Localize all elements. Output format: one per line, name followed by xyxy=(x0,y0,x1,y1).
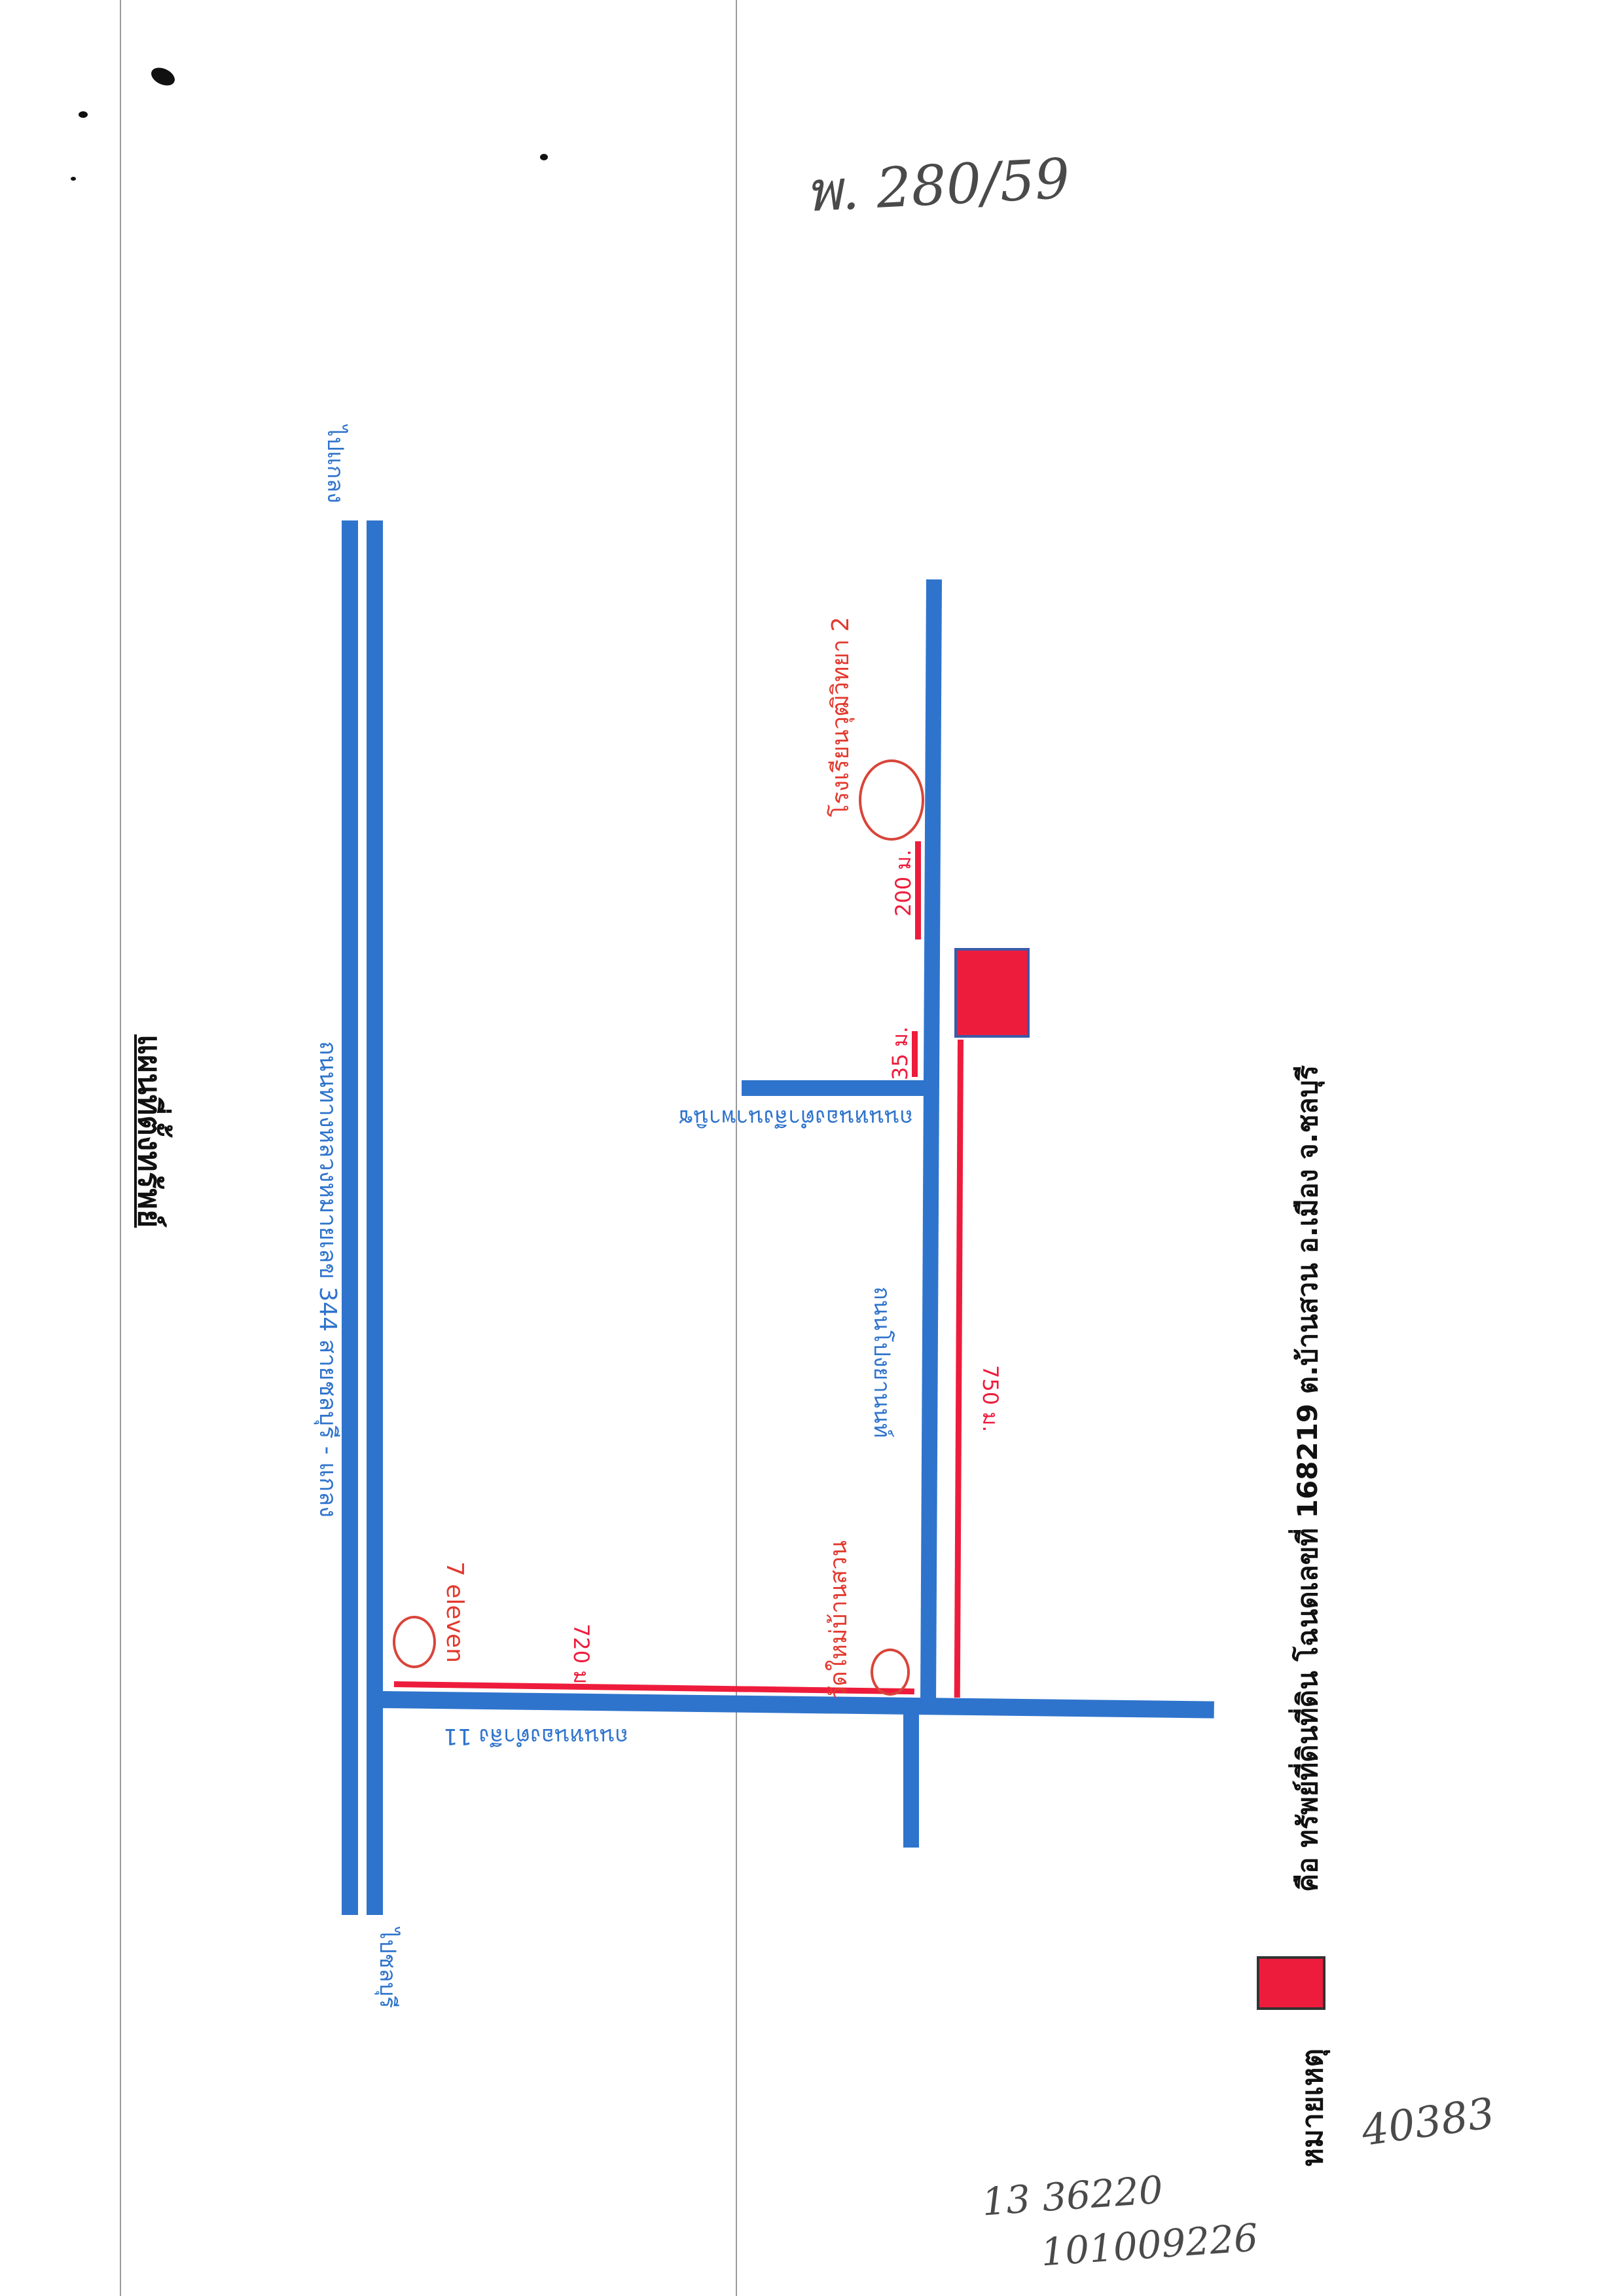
distance-line-35 xyxy=(912,1031,918,1077)
nong-tamlueng-side-road xyxy=(742,1080,938,1096)
temple-label: วัดใหม่บ้านสวน xyxy=(825,1540,852,1700)
temple-marker xyxy=(871,1649,910,1696)
legend-description: คือ ทรัพย์ที่ดินที่ดิน โฉนดเลขที่ 168219… xyxy=(1291,1065,1324,1892)
lane-to-property-road xyxy=(920,579,942,1703)
scan-speck xyxy=(71,177,76,181)
handwritten-ref-number: พ. 280/59 xyxy=(803,146,1072,225)
branch-road-south xyxy=(903,1702,919,1848)
distance-label-720: 720 ม. xyxy=(569,1624,594,1691)
to-klaeng-label: ไปแกลง xyxy=(322,426,348,503)
scan-speck xyxy=(540,154,548,160)
scan-speck xyxy=(148,64,178,89)
highway-344-road xyxy=(342,520,358,1915)
property-parcel-marker xyxy=(954,948,1030,1038)
highway-344-road xyxy=(367,520,383,1915)
seven-eleven-label: 7 eleven xyxy=(441,1561,468,1663)
distance-label-750: 750 ม. xyxy=(978,1365,1003,1432)
school-label: โรงเรียนวุฒิวิทยา 2 xyxy=(827,617,854,817)
soi-11-road xyxy=(379,1691,1214,1719)
distance-label-35: 35 ม. xyxy=(888,1026,912,1080)
lane-to-property-label: ถนนโปงยานนท์ xyxy=(869,1286,895,1438)
handwritten-number-1: 13 36220 xyxy=(980,2167,1164,2225)
map-title: แผนที่ตั้งทรัพย์ xyxy=(131,1034,168,1228)
legend-heading: หมายเหตุ xyxy=(1296,2048,1329,2167)
soi-11-label: ถนนหนองตำลึง 11 xyxy=(443,1723,628,1749)
fold-line xyxy=(736,0,737,2296)
seven-eleven-marker xyxy=(393,1616,436,1668)
distance-line-750 xyxy=(954,1040,964,1698)
handwritten-number-2: 101009226 xyxy=(1039,2215,1260,2275)
distance-line-200 xyxy=(915,841,921,939)
to-chonburi-label: ไปชลบุรี xyxy=(374,1928,401,2009)
legend-swatch xyxy=(1257,1956,1325,2010)
side-road-label: ถนนหนองตำลึงนาพานิช xyxy=(678,1104,913,1131)
handwritten-code: 40383 xyxy=(1358,2089,1498,2156)
school-marker xyxy=(859,759,924,841)
scan-speck xyxy=(79,111,88,118)
distance-label-200: 200 ม. xyxy=(891,849,916,917)
page-edge-line xyxy=(120,0,121,2296)
highway-label: ถนนทางหลวงหมายเลข 344 สายชลบุรี - แกลง xyxy=(314,1041,341,1518)
